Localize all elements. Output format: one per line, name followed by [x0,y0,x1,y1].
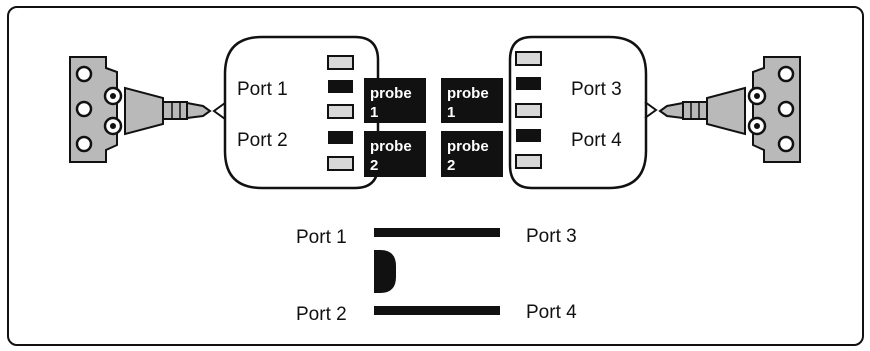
left-probe-1-word: probe [370,85,412,102]
right-module-port-3-label: Port 3 [571,79,622,100]
right-probe-2-fill [441,131,503,177]
schematic-top-trace [374,228,500,237]
right-probe-2-word: probe [447,138,489,155]
left-mount-hole-bottom [75,135,93,153]
left-probe-1-block: probe 1 [364,78,426,123]
right-module-outline [508,35,648,190]
right-mount-hole-top [777,65,795,83]
right-mount-hole-bottom [777,135,795,153]
right-probe-2-block: probe 2 [441,131,503,177]
left-module-port-1-label: Port 1 [237,79,288,100]
right-probe-adapter [644,56,801,163]
left-probe-2-number: 2 [370,157,378,174]
schematic-port-4-label: Port 4 [526,302,577,323]
left-module-pad-3 [327,104,354,119]
right-mounting-plate [752,56,801,163]
schematic-port-2-label: Port 2 [296,304,347,325]
right-probe-1-fill [441,78,503,123]
right-probe-1-block: probe 1 [441,78,503,123]
right-module-pad-2 [516,77,541,90]
schematic-bottom-trace [374,306,500,315]
right-mount-hole-middle [777,100,795,118]
left-connector-bottom-center [110,123,116,129]
left-connector-top-center [110,93,116,99]
schematic-port-1-label: Port 1 [296,227,347,248]
right-module-port-4-label: Port 4 [571,130,622,151]
right-connector-top-center [754,93,760,99]
right-probe-2-number: 2 [447,157,455,174]
left-module-pad-4 [328,131,353,144]
right-tip-contact-marker [644,101,658,119]
left-probe-2-word: probe [370,138,412,155]
right-connector-bottom-center [754,123,760,129]
outer-frame [7,6,864,346]
left-probe-tip [186,101,212,120]
left-module-pad-1 [327,55,354,70]
right-module: Port 3 Port 4 [508,35,648,190]
left-probe-adapter [69,56,226,163]
right-module-pad-4 [516,129,541,142]
left-probe-shaft [162,101,188,120]
right-module-pad-3 [515,103,542,118]
left-module-pad-5 [327,156,354,171]
left-module: Port 1 Port 2 [223,35,380,190]
schematic-port-3-label: Port 3 [526,226,577,247]
port-schematic: Port 1 Port 2 Port 3 Port 4 [296,226,577,325]
left-module-port-2-label: Port 2 [237,130,288,151]
left-probe-1-fill [364,78,426,123]
right-probe-body [706,86,746,136]
right-probe-shaft [682,101,708,120]
right-probe-1-number: 1 [447,104,455,121]
left-mounting-plate [69,56,118,163]
left-probe-2-fill [364,131,426,177]
left-tip-contact-marker [212,102,226,120]
right-module-pad-5 [515,154,542,169]
left-mount-hole-top [75,65,93,83]
left-module-pad-2 [328,80,353,93]
left-probe-1-number: 1 [370,104,378,121]
left-probe-2-block: probe 2 [364,131,426,177]
right-probe-1-word: probe [447,85,489,102]
schematic-coupling-arc [374,250,396,293]
right-module-pad-1 [515,51,542,66]
left-module-outline [223,35,380,190]
left-mount-hole-middle [75,100,93,118]
left-probe-body [124,86,164,136]
